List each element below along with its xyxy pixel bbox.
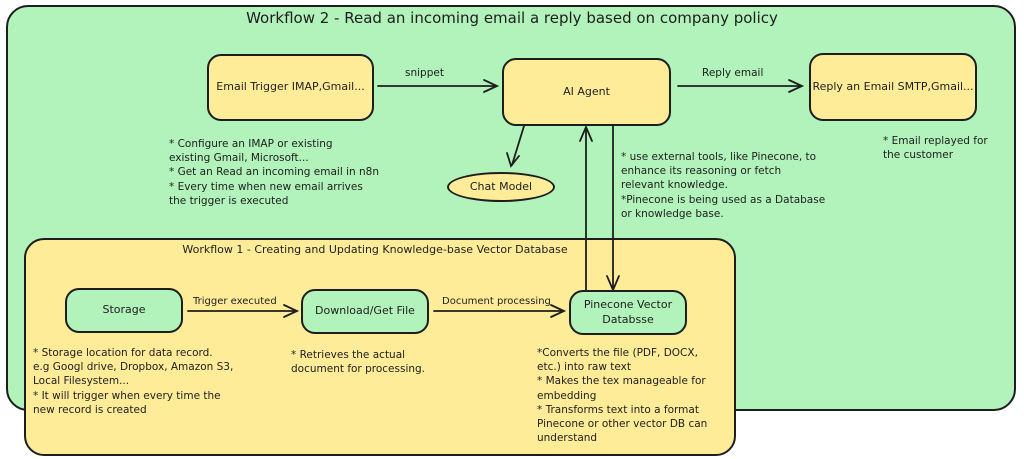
note-pinecone-vector-db: *Converts the file (PDF, DOCX, etc.) int…: [537, 347, 708, 445]
arrow-trigger-to-agent: [377, 79, 500, 93]
edge-label-snippet: snippet: [405, 67, 444, 79]
node-reply-email-label: Reply an Email SMTP,Gmail...: [812, 79, 974, 93]
node-pinecone-vector-db-label: Pinecone Vector Databsse: [583, 297, 673, 326]
node-download-get-file[interactable]: Download/Get File: [301, 289, 429, 334]
node-storage-label: Storage: [102, 303, 146, 317]
arrow-download-to-pinecone: [433, 304, 567, 318]
workflow-2-title: Workflow 2 - Read an incoming email a re…: [246, 9, 778, 27]
node-email-trigger-label: Email Trigger IMAP,Gmail...: [216, 80, 365, 94]
node-email-trigger[interactable]: Email Trigger IMAP,Gmail...: [207, 54, 374, 121]
node-storage[interactable]: Storage: [65, 288, 183, 333]
edge-label-reply-email: Reply email: [702, 67, 764, 79]
arrow-pinecone-to-agent: [579, 124, 593, 291]
node-chat-model-label: Chat Model: [469, 179, 533, 193]
node-download-get-file-label: Download/Get File: [315, 304, 415, 318]
node-chat-model[interactable]: Chat Model: [447, 172, 555, 202]
note-reply-email: * Email replayed for the customer: [883, 135, 988, 162]
edge-label-trigger-executed: Trigger executed: [193, 296, 277, 307]
note-storage: * Storage location for data record. e.g …: [33, 347, 234, 416]
workflow-1-container: [24, 238, 736, 456]
note-download-get-file: * Retrieves the actual document for proc…: [291, 349, 426, 376]
arrow-storage-to-download: [187, 304, 300, 318]
arrow-agent-to-pinecone: [606, 125, 620, 293]
edge-label-document-processing: Document processing: [442, 296, 551, 307]
node-ai-agent[interactable]: AI Agent: [502, 58, 671, 126]
note-email-trigger: * Configure an IMAP or existing existing…: [169, 138, 379, 207]
arrow-agent-to-chat-model: [506, 125, 525, 168]
node-ai-agent-label: AI Agent: [563, 84, 610, 98]
note-ai-agent: * use external tools, like Pinecone, to …: [621, 151, 826, 220]
arrow-agent-to-reply: [677, 79, 805, 93]
workflow-1-title: Workflow 1 - Creating and Updating Knowl…: [182, 243, 568, 256]
node-reply-email[interactable]: Reply an Email SMTP,Gmail...: [809, 53, 977, 121]
node-pinecone-vector-db[interactable]: Pinecone Vector Databsse: [569, 290, 687, 335]
